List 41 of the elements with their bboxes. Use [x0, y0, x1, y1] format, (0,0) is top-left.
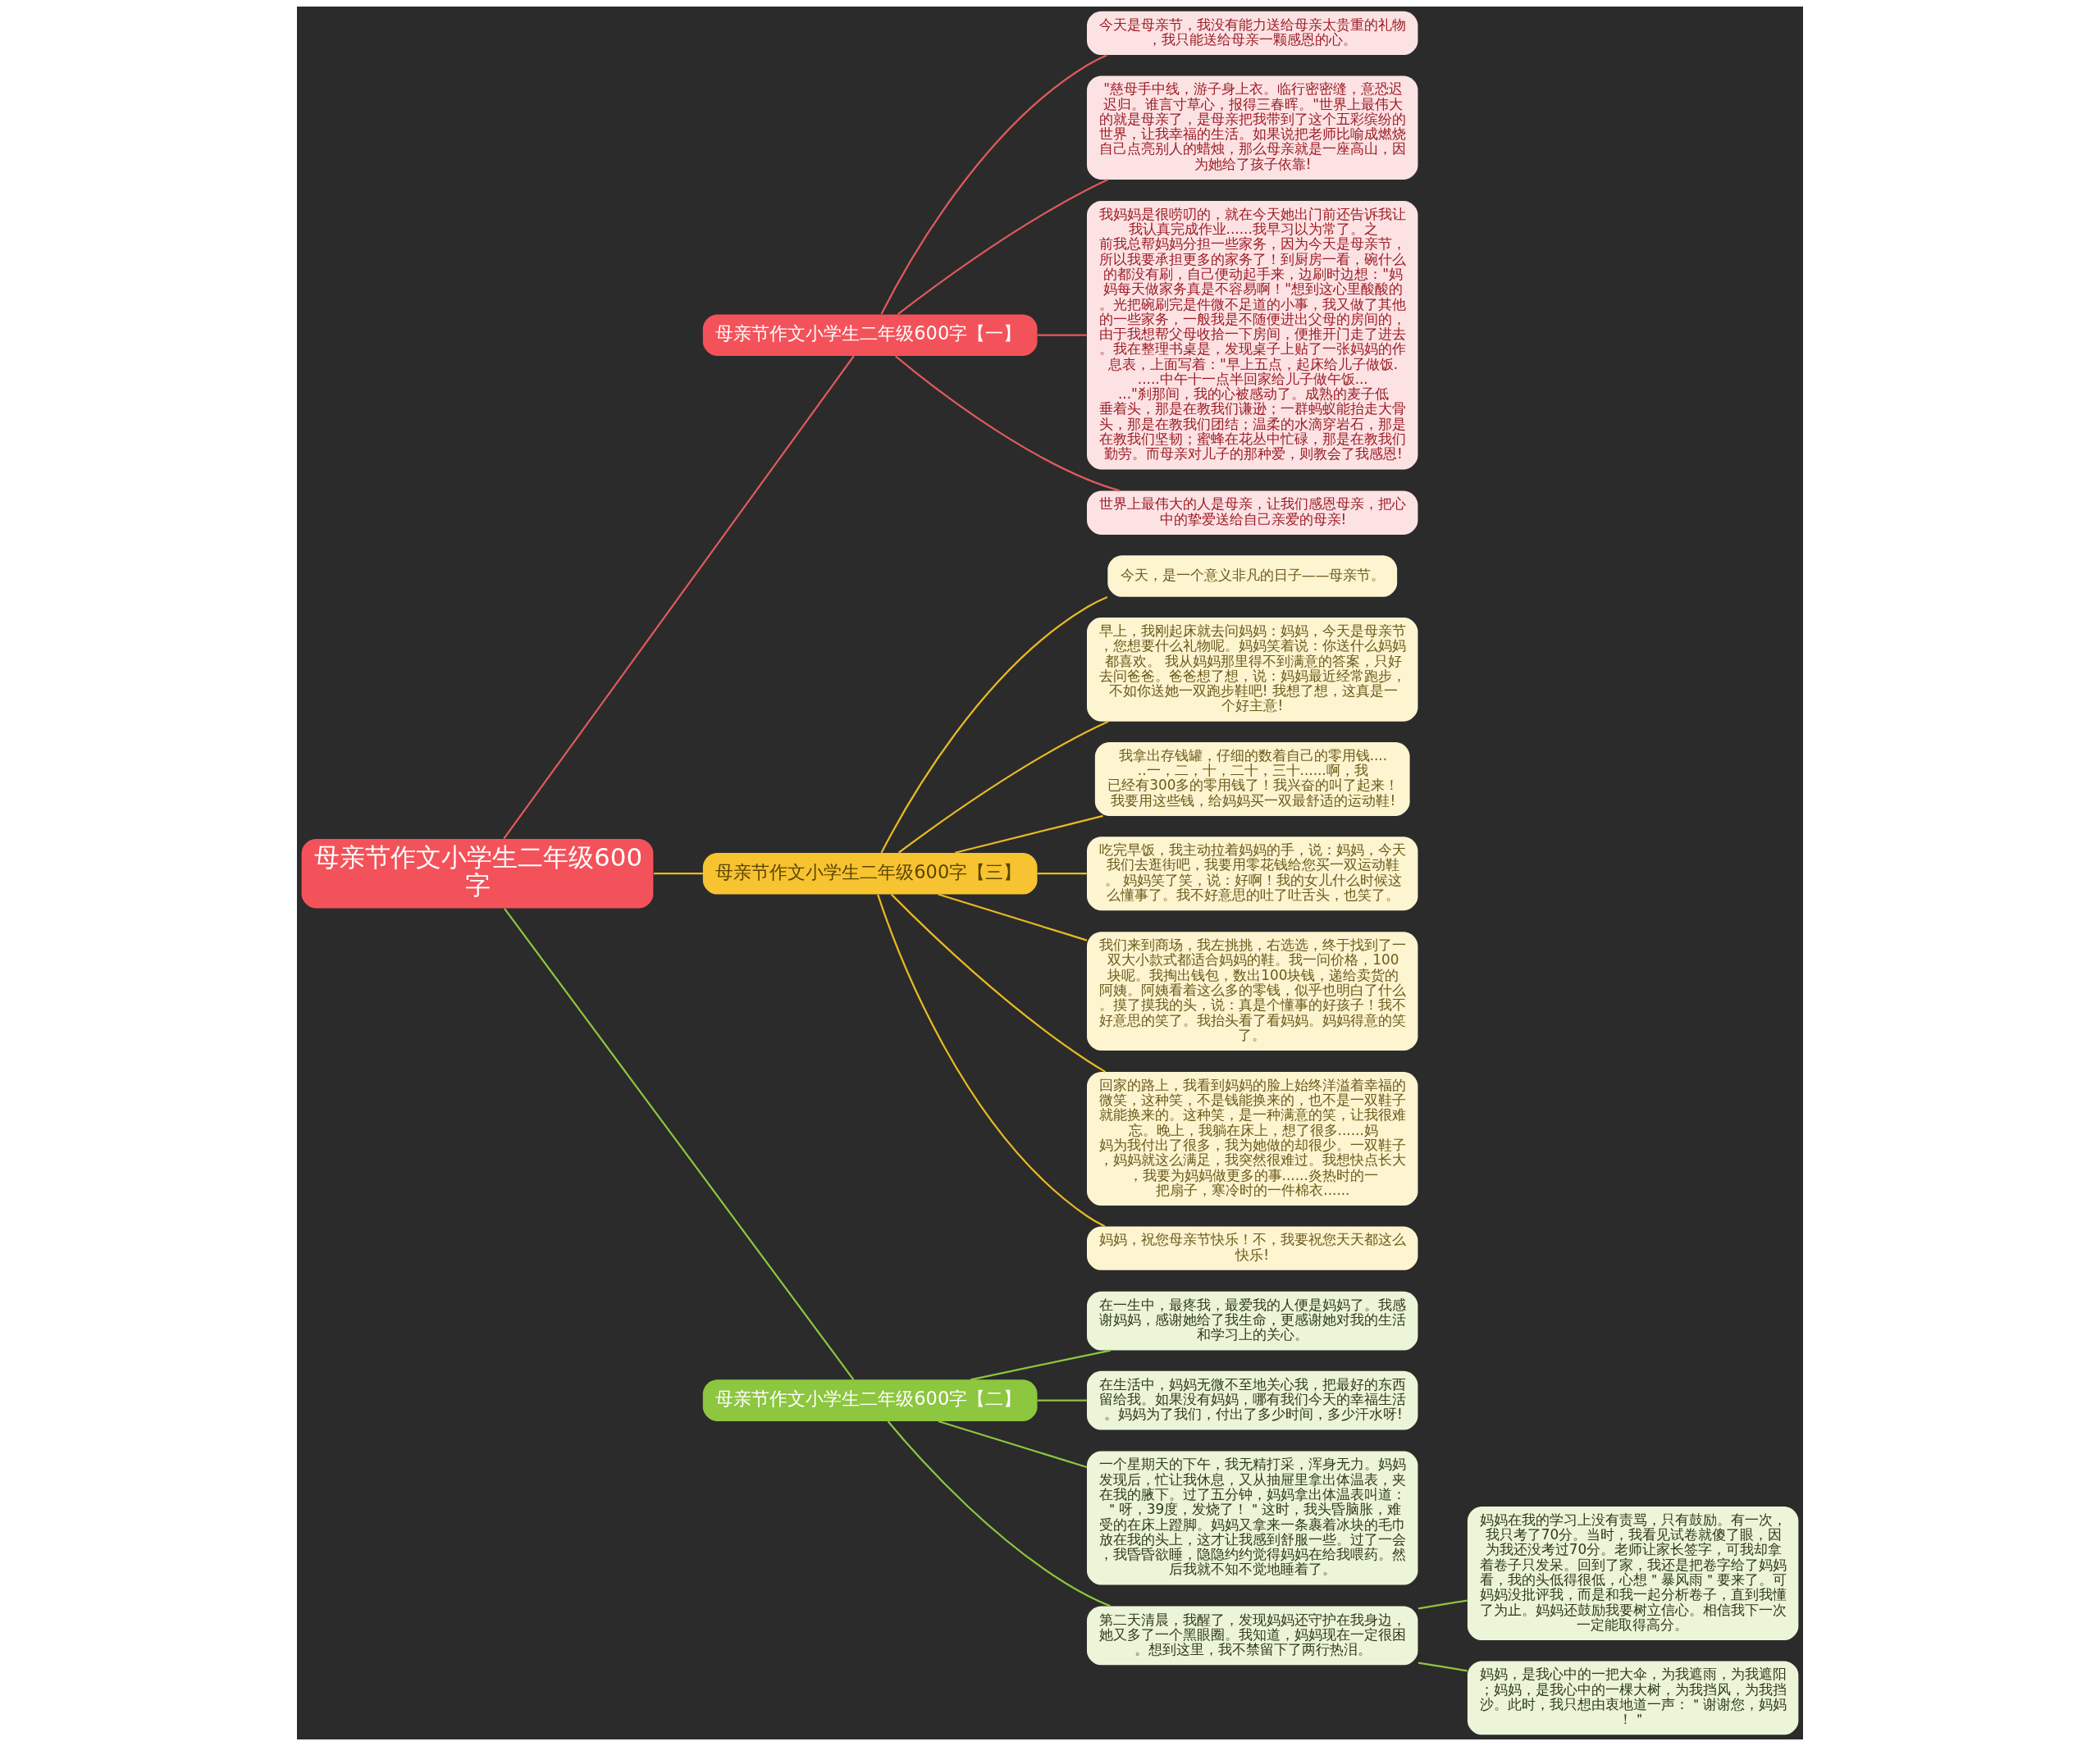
node-box: 在生活中，妈妈无微不至地关心我，把最好的东西留给我。如果没有妈妈，哪有我们今天的幸福生活。妈妈为了我们，付出了多少时间，多少汗水呀!: [1087, 1370, 1418, 1430]
node-box: "慈母手中线，游子身上衣。临行密密缝，意恐迟迟归。谁言寸草心，报得三春晖。"世界上最伟大的就是母亲了，是母亲把我带到了这个五彩缤纷的世界，让我幸福的生活。如果说把老师比喻成燃烧自己点亮别人的蜡烛，那么母亲就是一座高山，因为她给了孩子依靠!: [1087, 75, 1418, 180]
node-box: 妈妈，是我心中的一把大伞，为我遮雨，为我遮阳；妈妈，是我心中的一棵大树，为我挡风，为我挡沙。此时，我只想由衷地道一声：＂谢谢您，妈妈！＂: [1467, 1661, 1799, 1735]
connector: [880, 54, 1107, 315]
connector: [1418, 1599, 1468, 1610]
connector: [877, 894, 1106, 1228]
node-box: 妈妈在我的学习上没有责骂，只有鼓励。有一次，我只考了70分。当时，我看见试卷就傻了眼，因为我还没考过70分。老师让家长签字，可我却拿着卷子只发呆。回到了家，我还是把卷字给了妈妈看，我的头低得很低，心想＂暴风雨＂要来了。可妈妈没批评我，而是和我一起分析卷子，直到我懂了为止。妈妈还鼓励我要树立信心。相信我下一次一定能取得高分。: [1467, 1507, 1799, 1641]
connector: [890, 893, 1107, 1073]
node-box: 在一生中，最疼我，最爱我的人便是妈妈了。我感谢妈妈，感谢她给了我生命，更感谢她对我的生活和学习上的关心。: [1087, 1291, 1418, 1351]
connector: [938, 893, 1088, 941]
connector: [970, 1349, 1112, 1381]
connector: [503, 355, 855, 840]
connector: [880, 595, 1108, 854]
connector: [938, 1420, 1088, 1469]
node-box: 我妈妈是很唠叨的，就在今天她出门前还告诉我让我认真完成作业......我早习以为常了。之前我总帮妈妈分担一些家务，因为今天是母亲节，所以我要承担更多的家务了！到厨房一看，碗什么的都没有刷，自己便动起手来，边刷时边想："妈妈每天做家务真是不容易啊！"想到这心里酸酸的。光把碗刷完是件微不足道的小事，我又做了其他的一些家务，一般我是不随便进出父母的房间的，由于我想帮父母收拾一下房间，便推开门走了进去。我在整理书桌是，发现桌子上贴了一张妈妈的作息表，上面写着："早上五点，起床给儿子做饭......中午十一点半回家给儿子做午饭......"刹那间，我的心被感动了。成熟的麦子低垂着头，那是在教我们谦逊；一群蚂蚁能抬走大骨头，那是在教我们团结；温柔的水滴穿岩石，那是在教我们坚韧；蜜蜂在花丛中忙碌，那是在教我们勤劳。而母亲对儿子的那种爱，则教会了我感恩!: [1087, 200, 1418, 470]
connector: [887, 1420, 1112, 1607]
connector: [504, 908, 855, 1380]
node-box: 今天，是一个意义非凡的日子——母亲节。: [1107, 555, 1398, 597]
node-box: 我拿出存钱罐，仔细的数着自己的零用钱......一，二，十，二十，三十......啊，我已经有300多的零用钱了！我兴奋的叫了起来！我要用这些钱，给妈妈买一双最舒适的运动鞋!: [1094, 741, 1410, 816]
node-box: 第二天清晨，我醒了，发现妈妈还守护在我身边，她又多了一个黑眼圈。我知道，妈妈现在一定很困。想到这里，我不禁留下了两行热泪。: [1087, 1606, 1418, 1666]
connector: [897, 179, 1108, 316]
node-box: 母亲节作文小学生二年级600字【一】: [702, 314, 1038, 356]
node-box: 母亲节作文小学生二年级600字【三】: [702, 852, 1038, 895]
node-box: 一个星期天的下午，我无精打采，浑身无力。妈妈发现后，忙让我休息，又从抽屉里拿出体温表，夹在我的腋下。过了五分钟，妈妈拿出体温表叫道：＂呀，39度，发烧了！＂这时，我头昏脑胀，难受的在床上蹬脚。妈妈又拿来一条裹着冰块的毛巾放在我的头上，这才让我感到舒服一些。过了一会，我昏昏欲睡，隐隐约约觉得妈妈在给我喂药。然后我就不知不觉地睡着了。: [1087, 1451, 1418, 1585]
node-box: 早上，我刚起床就去问妈妈：妈妈，今天是母亲节，您想要什么礼物呢。妈妈笑着说：你送什么妈妈都喜欢。 我从妈妈那里得不到满意的答案，只好去问爸爸。爸爸想了想，说：妈妈最近经常跑步，不如你送她一双跑步鞋吧! 我想了想，这真是一个好主意!: [1087, 618, 1418, 722]
node-box: 母亲节作文小学生二年级600字【二】: [702, 1379, 1038, 1421]
connector: [897, 720, 1109, 854]
node-box: 回家的路上，我看到妈妈的脸上始终洋溢着幸福的微笑，这种笑，不是钱能换来的，也不是一双鞋子就能换来的。这种笑，是一种满意的笑，让我很难忘。晚上，我躺在床上，想了很多......妈妈为我付出了很多，我为她做的却很少。一双鞋子，妈妈就这么满足，我突然很难过。我想快点长大，我要为妈妈做更多的事......炎热时的一把扇子，寒冷时的一件棉衣......: [1087, 1072, 1418, 1206]
node-box: 今天是母亲节，我没有能力送给母亲太贵重的礼物，我只能送给母亲一颗感恩的心。: [1087, 11, 1418, 56]
node-box: 吃完早饭，我主动拉着妈妈的手，说：妈妈，今天我们去逛街吧，我要用零花钱给您买一双运动鞋。 妈妈笑了笑，说：好啊！我的女儿什么时候这么懂事了。我不好意思的吐了吐舌头，也笑了。: [1087, 837, 1418, 911]
connector: [654, 873, 703, 875]
connector: [1418, 1662, 1468, 1672]
connector: [1037, 1399, 1087, 1402]
connector: [955, 814, 1103, 854]
node-box: 母亲节作文小学生二年级600字: [301, 839, 654, 909]
connector: [895, 355, 1121, 492]
node-box: 世界上最伟大的人是母亲，让我们感恩母亲，把心中的挚爱送给自己亲爱的母亲!: [1087, 490, 1418, 535]
node-box: 妈妈，祝您母亲节快乐！不，我要祝您天天都这么快乐!: [1087, 1226, 1418, 1270]
connector: [1037, 334, 1087, 336]
node-box: 我们来到商场，我左挑挑，右选选，终于找到了一双大小款式都适合妈妈的鞋。我一问价格，100块呢。我掏出钱包，数出100块钱，递给卖货的阿姨。阿姨看着这么多的零钱，似乎也明白了什么。摸了摸我的头，说：真是个懂事的好孩子！我不好意思的笑了。我抬头看了看妈妈。妈妈得意的笑了。: [1087, 932, 1418, 1051]
connector: [1037, 873, 1087, 875]
